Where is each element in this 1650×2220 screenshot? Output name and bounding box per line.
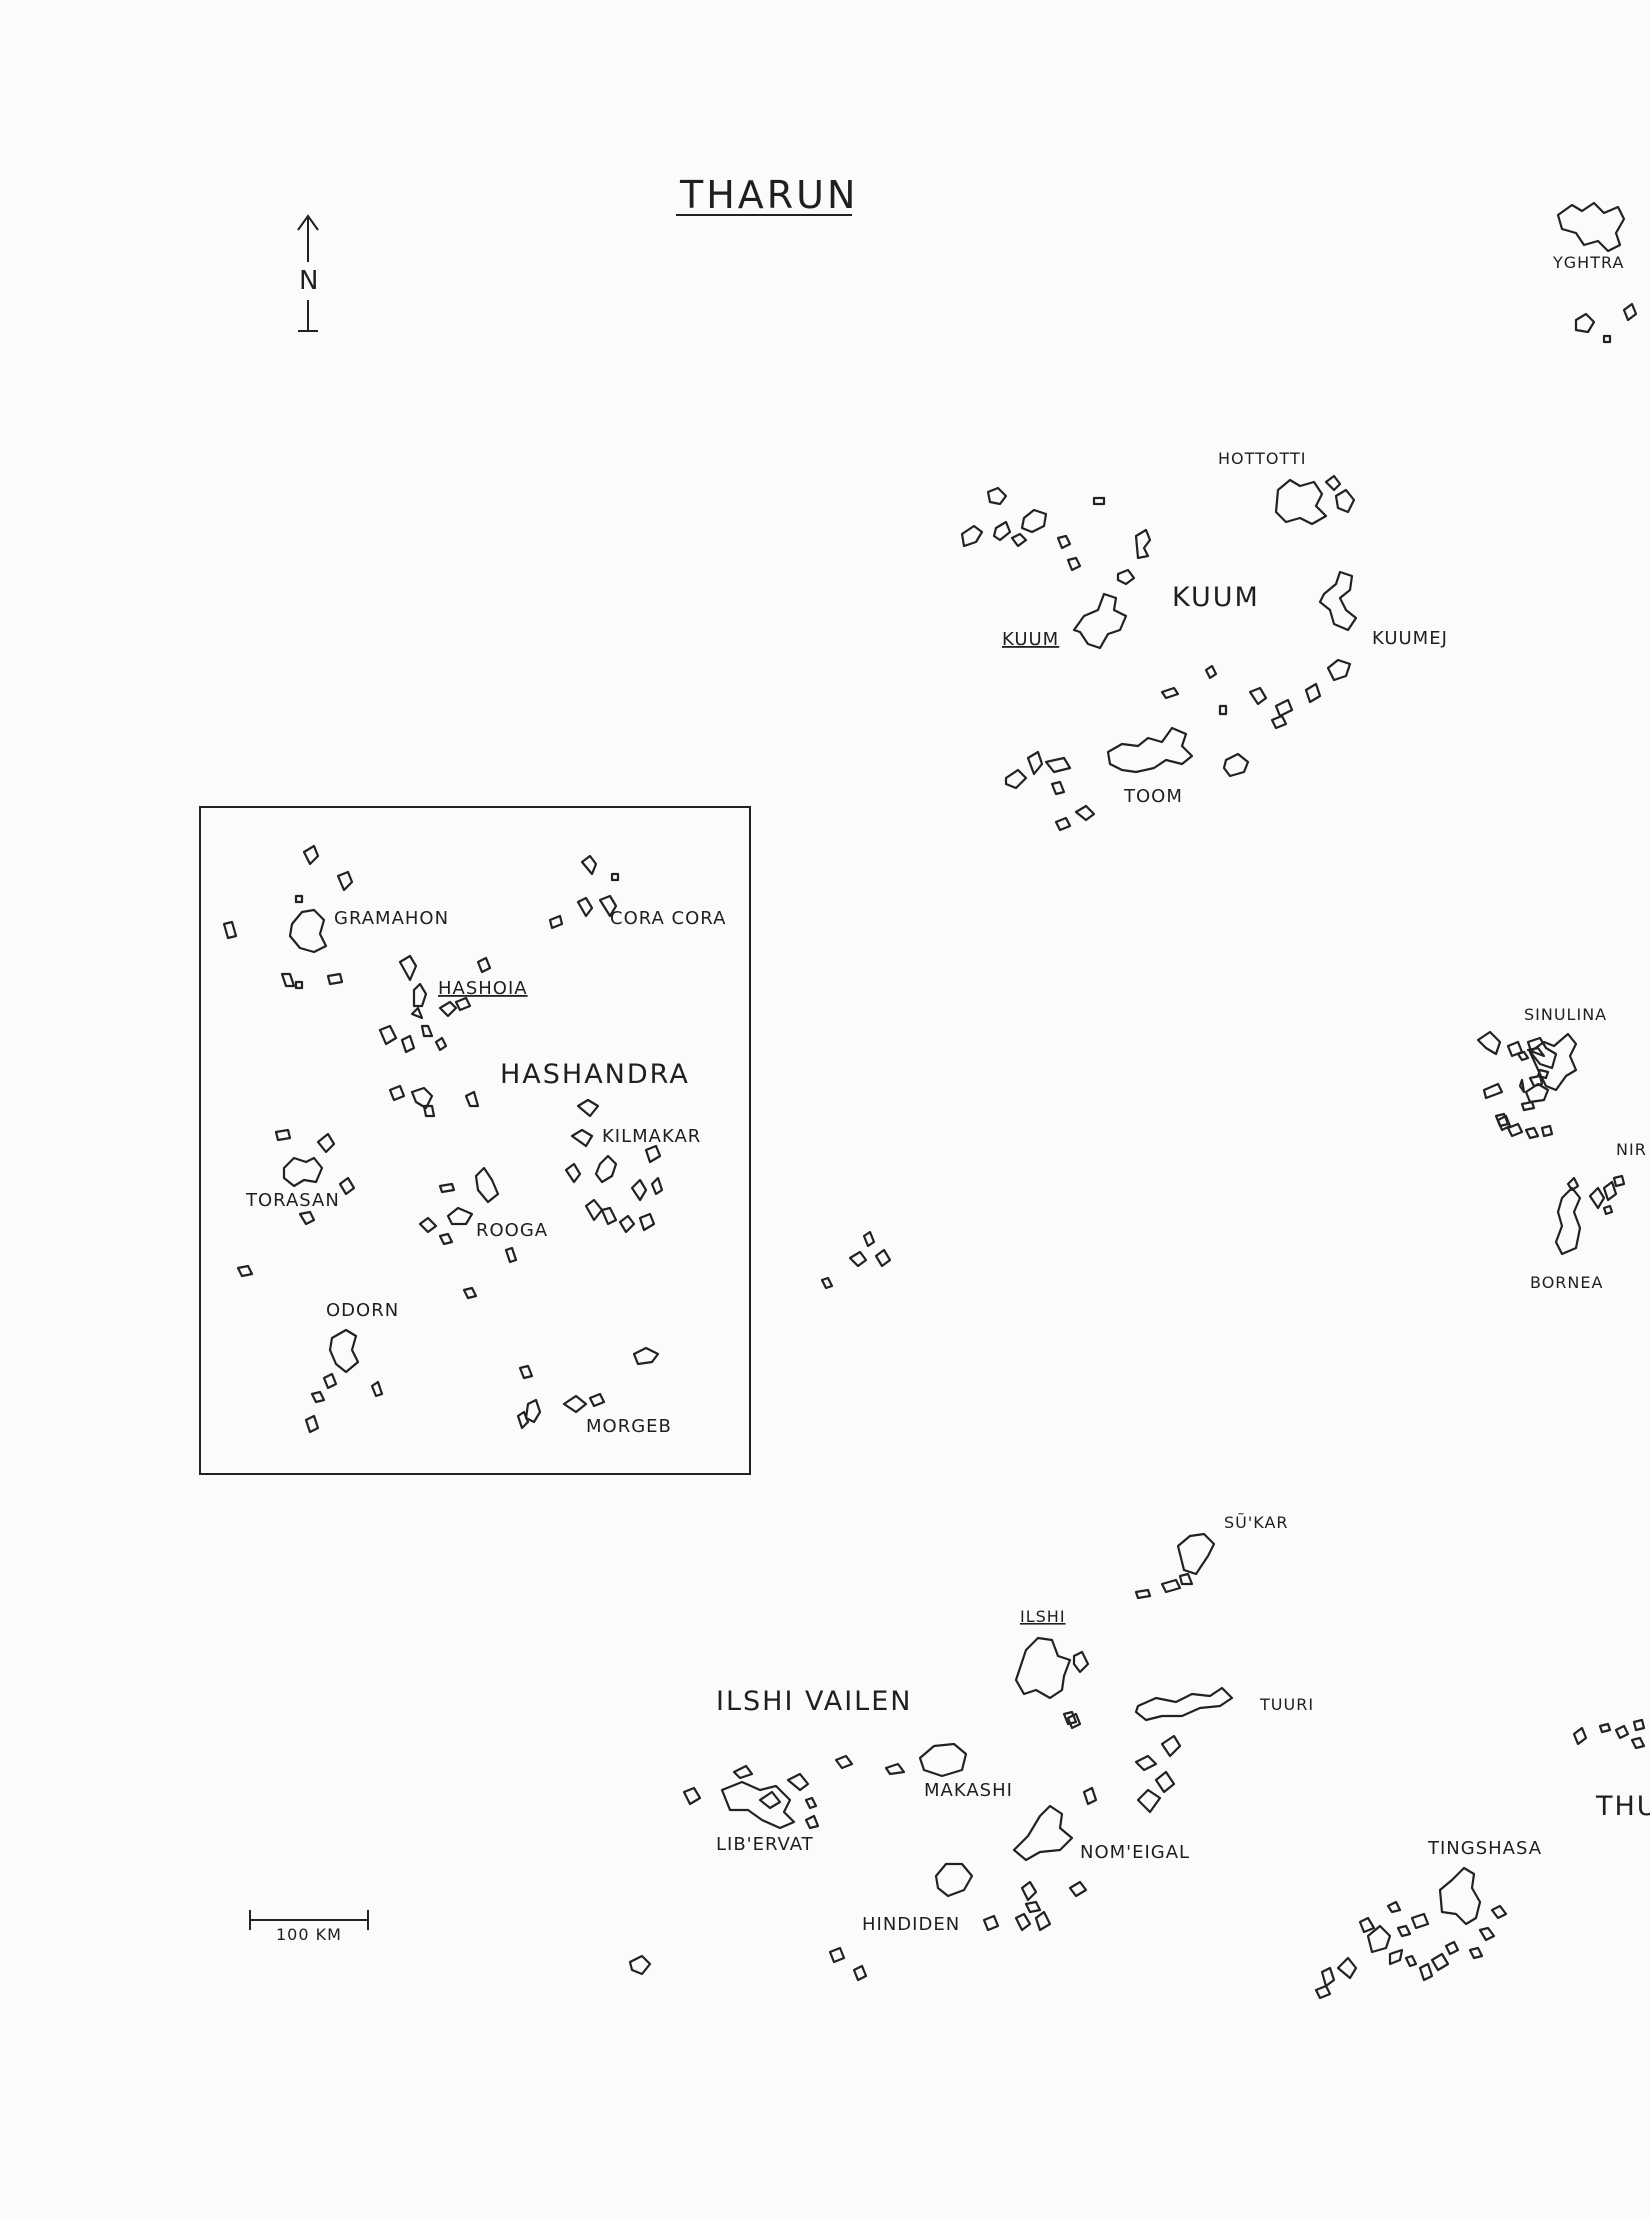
sinulina-islands xyxy=(1476,1030,1626,1256)
hashandra-islands xyxy=(222,844,664,1434)
ilshi-islands xyxy=(628,1532,1234,1982)
scale-label: 100 KM xyxy=(276,1925,342,1944)
east-edge-islets xyxy=(1572,1718,1646,1750)
label-bornea: BORNEA xyxy=(1530,1273,1603,1292)
map-title: THARUN xyxy=(679,173,858,217)
region-ilshi-vailen: ILSHI VAILEN xyxy=(716,1686,912,1717)
label-sukar: SŨ'KAR xyxy=(1224,1513,1289,1532)
label-kuumej: KUUMEJ xyxy=(1372,628,1448,649)
label-tuuri: TUURI xyxy=(1259,1695,1314,1714)
label-nomeigal: NOM'EIGAL xyxy=(1080,1842,1190,1863)
scale-bar-icon xyxy=(249,1910,369,1930)
label-kuum-town: KUUM xyxy=(1002,629,1059,650)
yghtra-islands xyxy=(1556,201,1638,344)
region-hashandra: HASHANDRA xyxy=(500,1059,690,1090)
north-label: N xyxy=(299,266,318,296)
label-ilshi: ILSHI xyxy=(1020,1607,1066,1626)
label-gramahon: GRAMAHON xyxy=(334,908,449,929)
label-thu: THU xyxy=(1595,1791,1650,1822)
label-nir: NIR xyxy=(1616,1140,1647,1159)
label-hottotti: HOTTOTTI xyxy=(1218,449,1306,468)
tingshasa-islands xyxy=(1314,1866,1508,2000)
north-arrow-icon xyxy=(297,214,319,332)
label-hashoia: HASHOIA xyxy=(438,978,528,999)
label-cora-cora: CORA CORA xyxy=(610,908,726,929)
label-sinulina: SINULINA xyxy=(1524,1005,1607,1024)
label-morgeb: MORGEB xyxy=(586,1416,672,1437)
label-makashi: MAKASHI xyxy=(924,1780,1013,1801)
region-kuum: KUUM xyxy=(1172,582,1260,613)
label-tingshasa: TINGSHASA xyxy=(1427,1838,1542,1859)
label-odorn: ODORN xyxy=(326,1300,399,1321)
kuum-islands xyxy=(960,474,1358,832)
hashandra-inset-frame xyxy=(199,806,751,1475)
label-rooga: ROOGA xyxy=(476,1220,548,1241)
mid-islets xyxy=(820,1230,892,1290)
label-yghtra: YGHTRA xyxy=(1552,253,1624,272)
label-libervat: LIB'ERVAT xyxy=(716,1834,814,1855)
label-hindiden: HINDIDEN xyxy=(862,1914,960,1935)
label-toom: TOOM xyxy=(1123,786,1183,807)
label-torasan: TORASAN xyxy=(245,1190,340,1211)
label-kilmakar: KILMAKAR xyxy=(602,1126,701,1147)
